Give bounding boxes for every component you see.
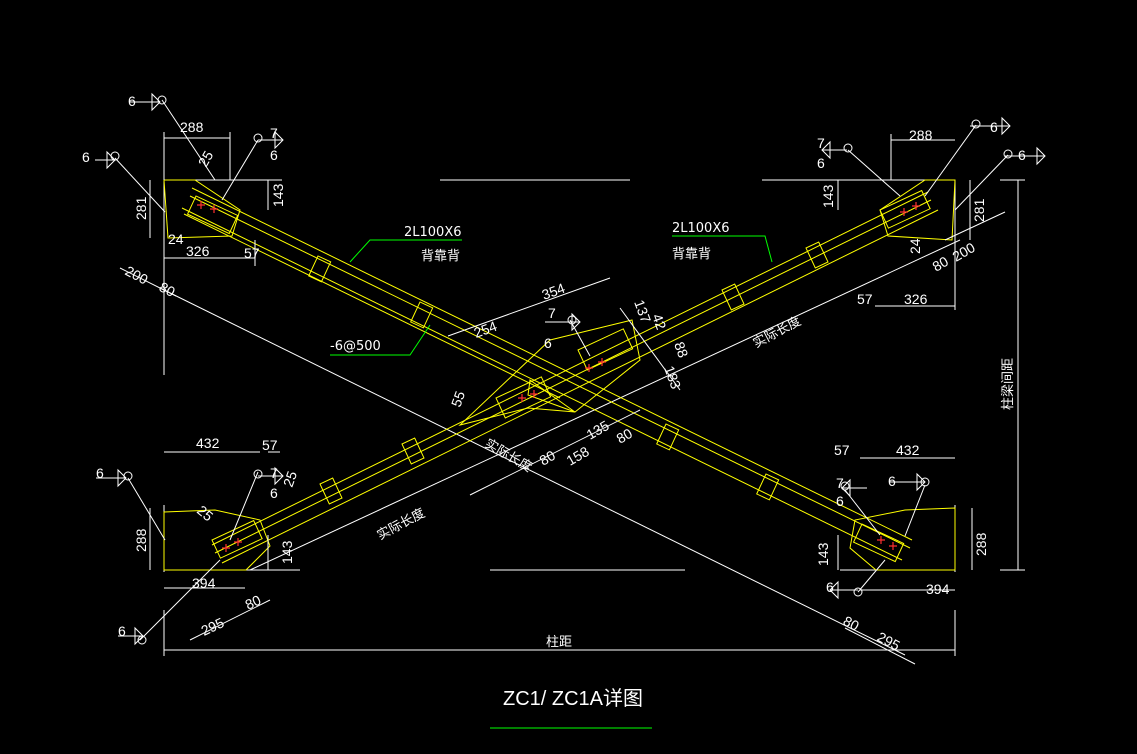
dimension-label: 326 bbox=[186, 243, 210, 259]
dimension-label: 80 bbox=[614, 425, 636, 447]
beam-height-label: 柱梁间距 bbox=[1001, 358, 1016, 410]
weld-size-label: 6 bbox=[270, 147, 278, 163]
callout-member-right: 2L100X6 bbox=[672, 221, 730, 236]
dimension-label: 288 bbox=[973, 532, 989, 556]
dimension-label: 57 bbox=[857, 291, 873, 307]
weld-size-label: 7 bbox=[270, 465, 278, 481]
callout-leaders bbox=[330, 235, 773, 729]
weld-leaders bbox=[95, 92, 1046, 646]
dimension-label: 57 bbox=[244, 245, 260, 261]
callout-member-right-note: 背靠背 bbox=[672, 247, 711, 262]
dimension-label: 281 bbox=[971, 198, 987, 222]
dimension-lines bbox=[119, 132, 1025, 665]
dimension-label: 394 bbox=[926, 581, 950, 597]
weld-size-label: 6 bbox=[128, 93, 136, 109]
weld-size-label: 6 bbox=[96, 465, 104, 481]
dimension-label: 183 bbox=[661, 364, 684, 392]
weld-size-label: 6 bbox=[888, 473, 896, 489]
dimension-label: 432 bbox=[196, 435, 220, 451]
weld-size-label: 6 bbox=[817, 155, 825, 171]
actual-length-label: 实际长度 bbox=[374, 505, 427, 544]
gusset-plates bbox=[163, 179, 956, 571]
brace-member-b bbox=[211, 191, 939, 564]
callout-member-left: 2L100X6 bbox=[404, 225, 462, 240]
dimension-label: 143 bbox=[270, 183, 286, 207]
weld-size-label: 6 bbox=[1018, 147, 1026, 163]
dimension-label: 254 bbox=[472, 318, 500, 341]
dimension-label: 143 bbox=[815, 542, 831, 566]
weld-size-label: 6 bbox=[118, 623, 126, 639]
column-spacing-label: 柱距 bbox=[546, 635, 572, 650]
brace-member-a bbox=[181, 187, 913, 561]
dimension-label: 55 bbox=[448, 389, 468, 409]
filler-plates bbox=[186, 189, 931, 563]
dimension-label: 288 bbox=[180, 119, 204, 135]
weld-size-label: 7 bbox=[548, 305, 556, 321]
bolts bbox=[197, 201, 920, 552]
weld-size-label: 6 bbox=[270, 485, 278, 501]
dimension-label: 42 bbox=[649, 312, 669, 332]
dimension-label: 135 bbox=[584, 417, 612, 443]
dimension-label: 80 bbox=[930, 253, 952, 275]
callout-member-left-note: 背靠背 bbox=[421, 249, 460, 264]
dimension-label: 24 bbox=[168, 231, 184, 247]
dimension-label: 80 bbox=[537, 447, 559, 469]
dimension-label: 80 bbox=[243, 592, 264, 613]
weld-size-label: 6 bbox=[826, 579, 834, 595]
weld-size-label: 7 bbox=[817, 135, 825, 151]
dimension-label: 394 bbox=[192, 575, 216, 591]
dimension-label: 24 bbox=[907, 238, 923, 254]
dimension-label: 25 bbox=[195, 148, 217, 170]
weld-size-label: 6 bbox=[990, 119, 998, 135]
weld-size-label: 7 bbox=[270, 125, 278, 141]
dimension-label: 143 bbox=[820, 184, 836, 208]
dimension-label: 432 bbox=[896, 442, 920, 458]
dimension-label: 80 bbox=[841, 613, 862, 635]
frame-lines bbox=[159, 179, 961, 656]
dimension-label: 25 bbox=[194, 502, 216, 524]
dimension-label: 288 bbox=[133, 528, 149, 552]
dimension-label: 158 bbox=[564, 443, 592, 469]
dimension-label: 281 bbox=[133, 196, 149, 220]
weld-size-label: 6 bbox=[82, 149, 90, 165]
actual-length-label: 实际长度 bbox=[750, 313, 803, 352]
dimension-label: 88 bbox=[671, 340, 691, 360]
dimension-label: 57 bbox=[834, 442, 850, 458]
dimension-label: 137 bbox=[631, 298, 654, 326]
dimension-label: 80 bbox=[157, 279, 178, 301]
weld-size-label: 6 bbox=[836, 493, 844, 509]
dimension-label: 354 bbox=[540, 280, 568, 303]
dimension-label: 200 bbox=[123, 263, 151, 288]
dimension-label: 288 bbox=[909, 127, 933, 143]
dimension-label: 326 bbox=[904, 291, 928, 307]
drawing-title: ZC1/ ZC1A详图 bbox=[503, 687, 643, 710]
callout-filler-plate: -6@500 bbox=[330, 339, 381, 354]
dimension-label: 295 bbox=[199, 614, 227, 638]
weld-size-label: 7 bbox=[836, 475, 844, 491]
weld-size-label: 6 bbox=[544, 335, 552, 351]
dimension-label: 57 bbox=[262, 437, 278, 453]
dimension-label: 143 bbox=[279, 540, 295, 564]
dimension-label: 25 bbox=[280, 469, 300, 489]
